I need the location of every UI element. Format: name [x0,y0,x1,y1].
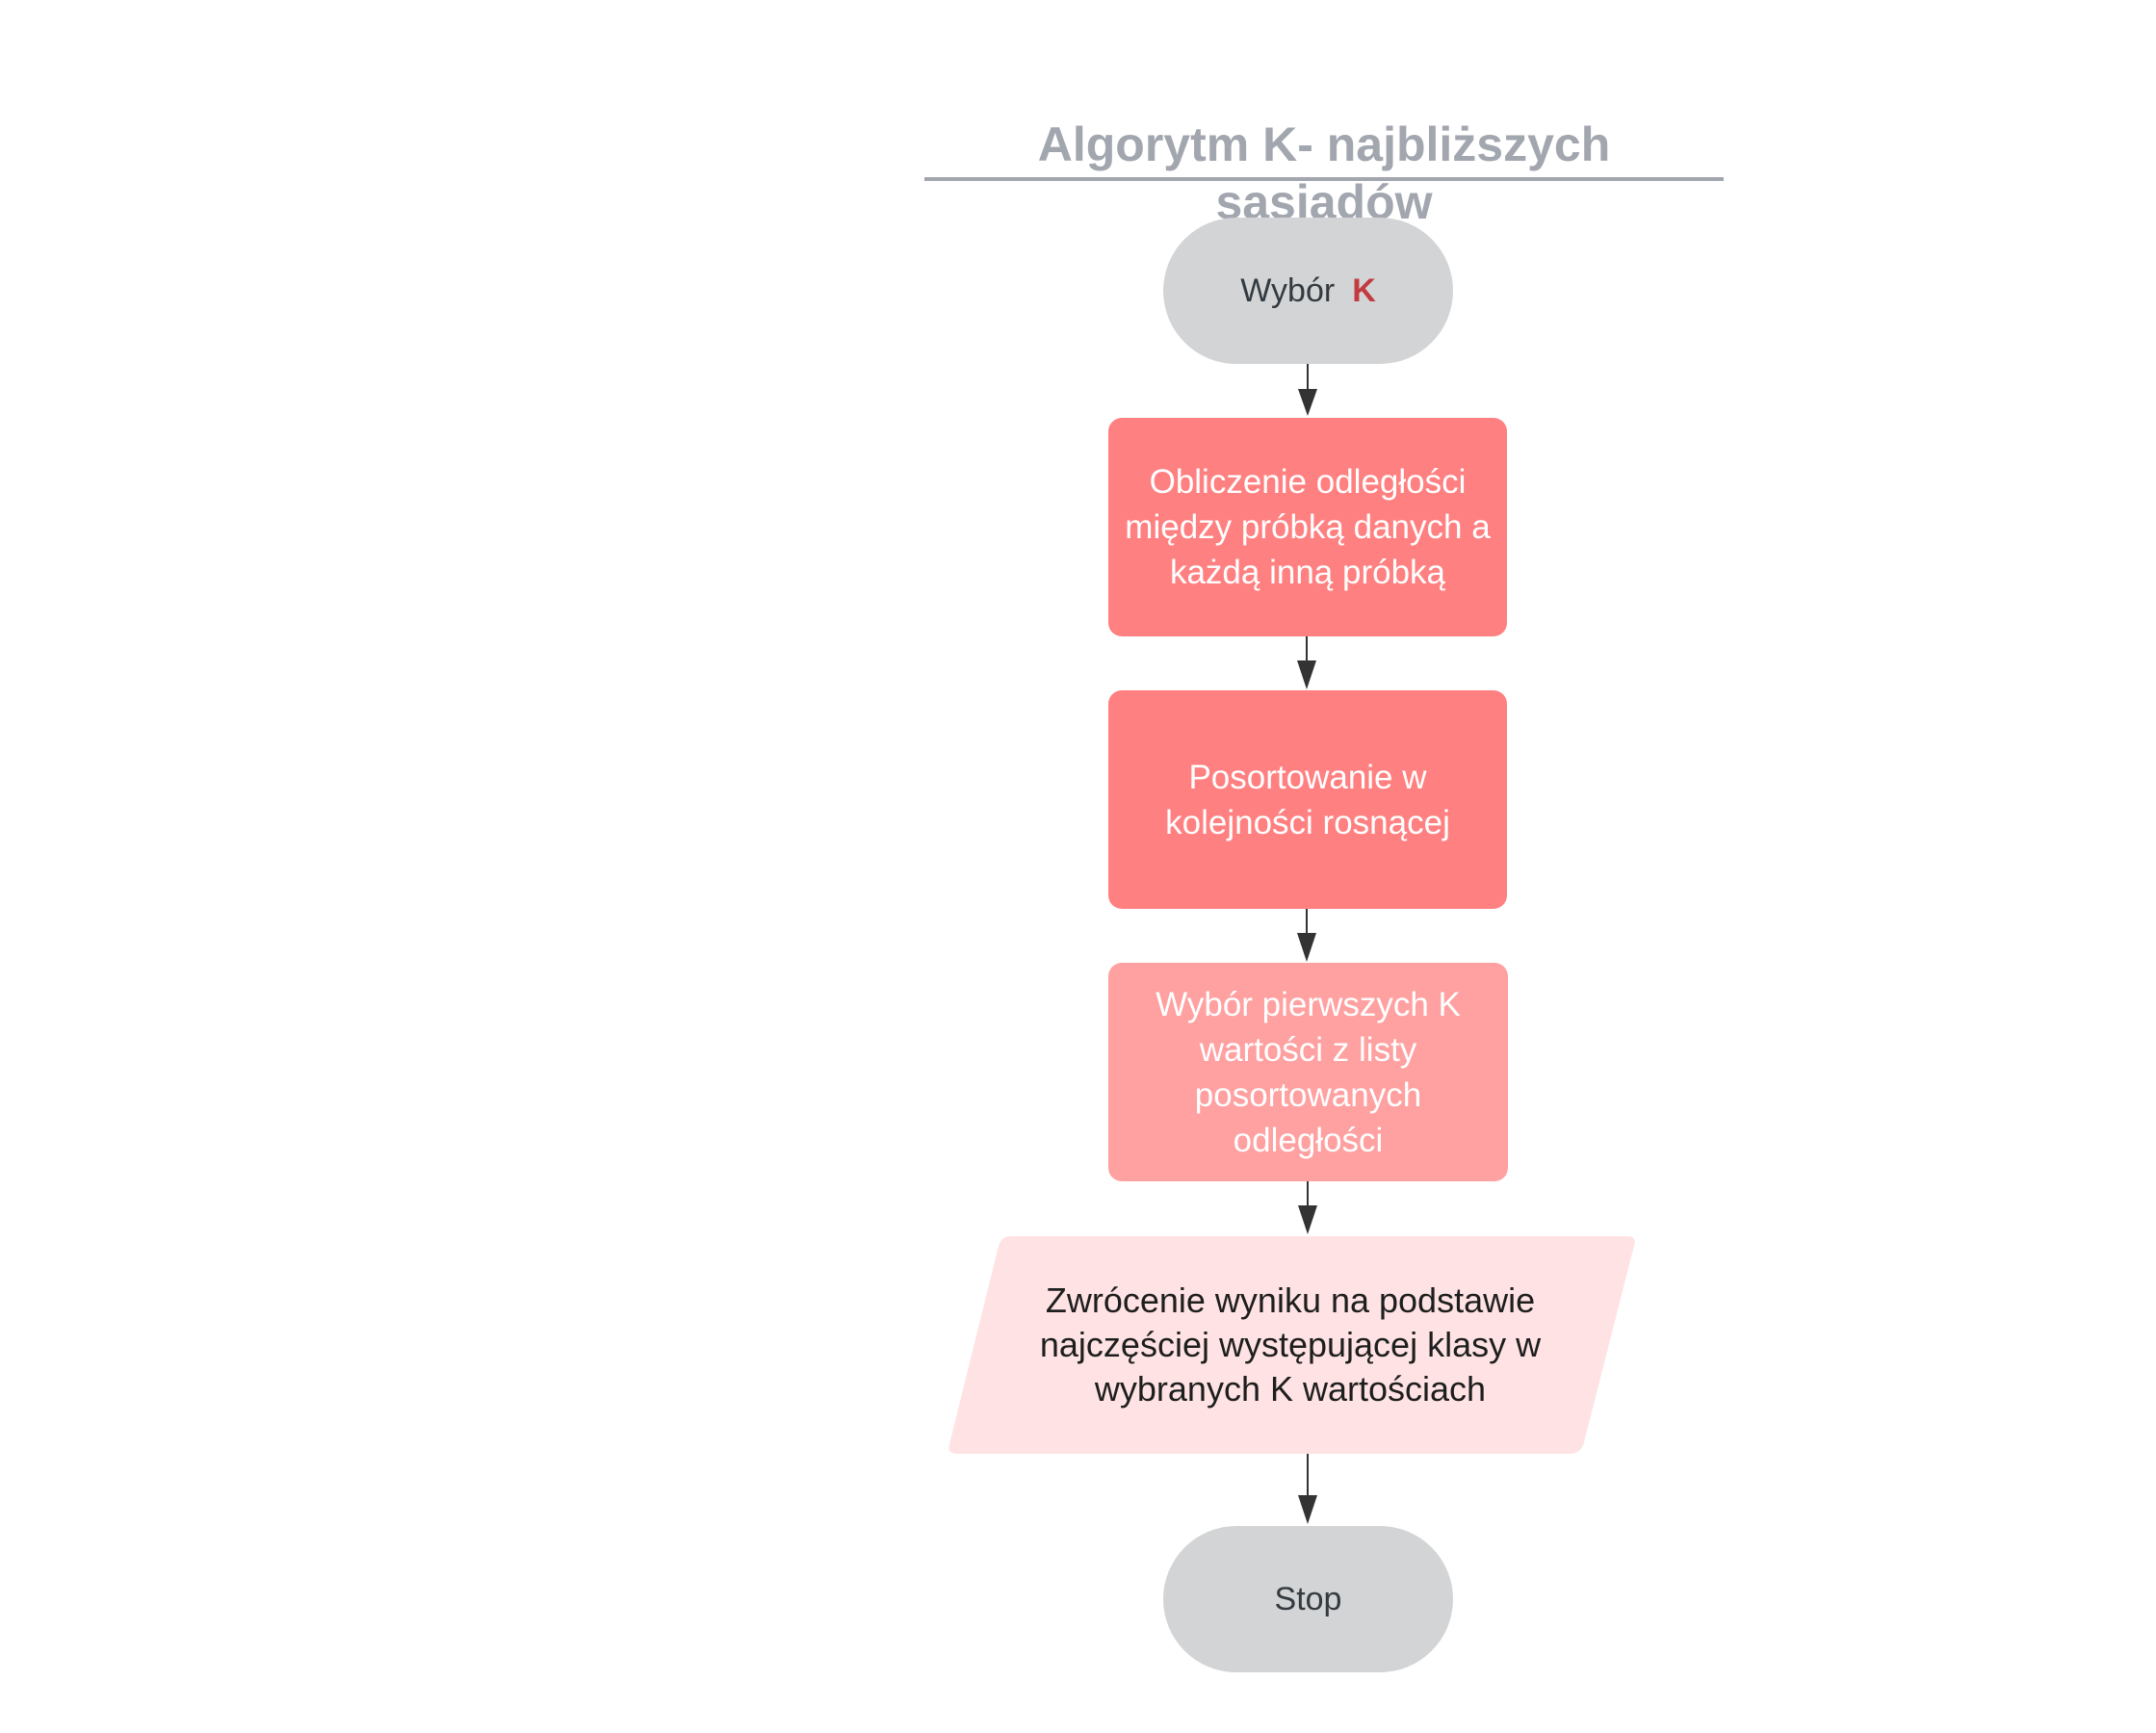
sort-node[interactable]: Posortowanie w kolejności rosnącej [1108,690,1507,909]
arrowhead-icon [1298,389,1317,416]
select-node-label: Wybór pierwszych K wartości z listy poso… [1156,985,1461,1159]
edge-start-distance [1298,364,1317,416]
stop-node-label: Stop [1274,1580,1342,1617]
stop-node[interactable]: Stop [1163,1526,1453,1672]
diagram-title: Algorytm K- najbliższych sąsiadów [1037,117,1611,229]
distance-node[interactable]: Obliczenie odległości między próbką dany… [1108,418,1507,636]
select-node[interactable]: Wybór pierwszych K wartości z listy poso… [1108,963,1508,1181]
start-node[interactable]: Wybór K [1163,218,1453,364]
io-shape [948,1236,1635,1454]
arrowhead-icon [1297,933,1316,962]
arrowhead-icon [1297,660,1316,689]
edge-result-stop [1298,1454,1317,1524]
result-node-label: Zwrócenie wyniku na podstawie najczęście… [1039,1280,1542,1409]
edge-distance-sort [1297,636,1316,689]
sort-node-label: Posortowanie w kolejności rosnącej [1165,758,1450,841]
start-node-label: Wybór [1240,272,1336,309]
title-underline [924,177,1724,181]
edge-select-result [1298,1181,1317,1234]
start-node-accent: K [1352,272,1376,309]
result-node[interactable]: Zwrócenie wyniku na podstawie najczęście… [1016,1242,1565,1448]
distance-node-label: Obliczenie odległości między próbką dany… [1125,463,1491,591]
arrowhead-icon [1298,1495,1317,1524]
edge-sort-select [1297,909,1316,962]
arrowhead-icon [1298,1205,1317,1234]
